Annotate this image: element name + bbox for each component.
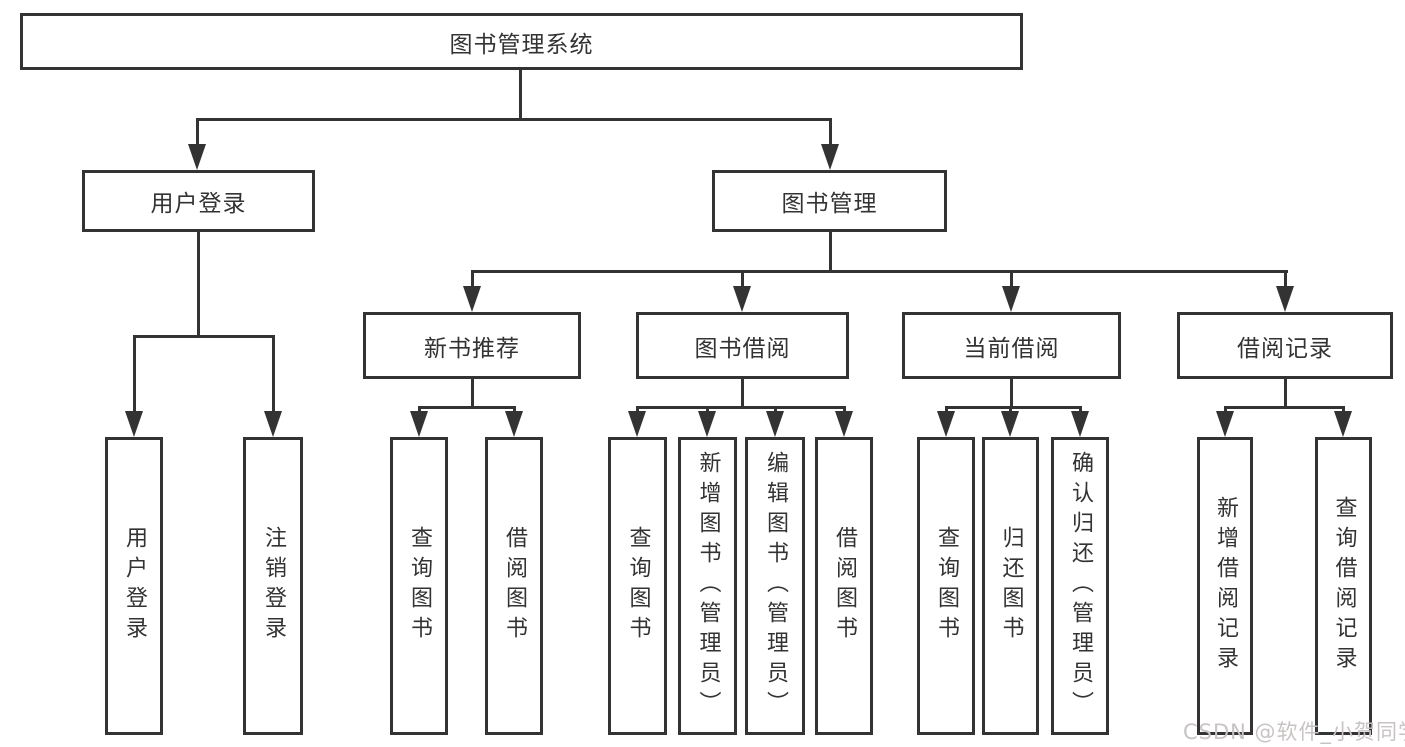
leaf-return-books: 归还图书: [982, 437, 1039, 735]
connector-user-login-stem: [197, 232, 200, 337]
connector-new-book-bar: [418, 406, 516, 409]
node-library-system: 图书管理系统: [20, 13, 1023, 70]
node-book-borrow-label: 图书借阅: [694, 335, 791, 362]
watermark: CSDN @软件_小贺同学: [1183, 720, 1405, 744]
connector-borrow-records-bar: [1224, 406, 1345, 409]
arrowhead-down-icon: [125, 411, 143, 437]
arrowhead-down-icon: [766, 411, 784, 437]
leaf-user-login: 用户登录: [105, 437, 163, 735]
arrowhead-down-icon: [188, 144, 206, 170]
connector-root-stem: [519, 67, 522, 120]
connector-book-borrow-stem: [741, 379, 744, 409]
leaf-borrow-books-recommend-label: 借阅图书: [502, 526, 527, 646]
connector-root-drop-user-login: [196, 118, 199, 152]
connector-book-borrow-bar: [636, 406, 845, 409]
connector-drop-new-book: [471, 270, 474, 290]
leaf-add-borrow-record: 新增借阅记录: [1197, 437, 1253, 735]
leaf-query-books-recommend-label: 查询图书: [407, 526, 432, 646]
connector-drop-book-borrow: [741, 270, 744, 290]
connector-current-borrow-bar: [945, 406, 1081, 409]
node-book-management: 图书管理: [712, 170, 947, 232]
connector-new-book-stem: [471, 379, 474, 409]
leaf-query-books-borrow-label: 查询图书: [625, 526, 651, 646]
connector-borrow-records-stem: [1284, 379, 1287, 409]
connector-root-drop-book-management: [829, 118, 832, 152]
arrowhead-down-icon: [733, 286, 751, 312]
arrowhead-down-icon: [1276, 286, 1294, 312]
connector-current-borrow-drop-1: [945, 406, 948, 415]
arrowhead-down-icon: [1071, 411, 1089, 437]
arrowhead-down-icon: [821, 144, 839, 170]
node-current-borrow: 当前借阅: [902, 312, 1121, 379]
connector-book-borrow-drop-1: [636, 406, 639, 415]
leaf-user-login-label: 用户登录: [122, 526, 147, 646]
leaf-return-books-label: 归还图书: [998, 526, 1024, 646]
node-borrow-records: 借阅记录: [1177, 312, 1393, 379]
connector-drop-borrow-records: [1284, 270, 1287, 290]
node-library-system-label: 图书管理系统: [449, 31, 594, 58]
leaf-query-borrow-record: 查询借阅记录: [1315, 437, 1372, 735]
leaf-query-borrow-record-label: 查询借阅记录: [1331, 496, 1357, 676]
node-current-borrow-label: 当前借阅: [963, 335, 1060, 362]
leaf-query-books-current: 查询图书: [917, 437, 975, 735]
leaf-query-books-recommend: 查询图书: [390, 437, 448, 735]
connector-new-book-drop-1: [418, 406, 421, 415]
connector-book-borrow-drop-2: [706, 406, 709, 415]
leaf-confirm-return-admin-label: 确认归还（管理员）: [1068, 451, 1093, 721]
connector-current-borrow-drop-3: [1079, 406, 1082, 415]
arrowhead-down-icon: [1001, 411, 1019, 437]
arrowhead-down-icon: [264, 411, 282, 437]
leaf-logout: 注销登录: [243, 437, 303, 735]
connector-current-borrow-drop-2: [1009, 406, 1012, 415]
leaf-add-borrow-record-label: 新增借阅记录: [1213, 496, 1238, 676]
leaf-edit-books-admin: 编辑图书（管理员）: [745, 437, 805, 735]
arrowhead-down-icon: [463, 286, 481, 312]
leaf-borrow-books: 借阅图书: [815, 437, 873, 735]
leaf-logout-label: 注销登录: [261, 526, 286, 646]
connector-user-login-bar: [133, 335, 275, 338]
leaf-borrow-books-recommend: 借阅图书: [485, 437, 543, 735]
arrowhead-down-icon: [1334, 411, 1352, 437]
connector-book-borrow-drop-3: [774, 406, 777, 415]
arrowhead-down-icon: [1216, 411, 1234, 437]
leaf-confirm-return-admin: 确认归还（管理员）: [1051, 437, 1109, 735]
connector-book-management-stem: [829, 232, 832, 273]
leaf-query-books-borrow: 查询图书: [608, 437, 667, 735]
arrowhead-down-icon: [835, 411, 853, 437]
leaf-add-books-admin: 新增图书（管理员）: [678, 437, 737, 735]
leaf-add-books-admin-label: 新增图书（管理员）: [695, 451, 721, 721]
leaf-edit-books-admin-label: 编辑图书（管理员）: [763, 451, 788, 721]
arrowhead-down-icon: [937, 411, 955, 437]
connector-user-login-drop-2: [272, 335, 275, 413]
node-new-book-recommend: 新书推荐: [363, 312, 581, 379]
connector-user-login-drop-1: [133, 335, 136, 413]
connector-drop-current-borrow: [1010, 270, 1013, 290]
node-book-borrow: 图书借阅: [636, 312, 849, 379]
connector-current-borrow-stem: [1010, 379, 1013, 409]
connector-borrow-records-drop-2: [1342, 406, 1345, 415]
connector-new-book-drop-2: [513, 406, 516, 415]
leaf-borrow-books-label: 借阅图书: [832, 526, 857, 646]
connector-root-bar: [196, 118, 832, 121]
node-borrow-records-label: 借阅记录: [1237, 335, 1333, 362]
node-new-book-recommend-label: 新书推荐: [424, 335, 520, 362]
arrowhead-down-icon: [698, 411, 716, 437]
node-book-management-label: 图书管理: [781, 191, 878, 217]
leaf-query-books-current-label: 查询图书: [934, 526, 959, 646]
arrowhead-down-icon: [505, 411, 523, 437]
node-user-login: 用户登录: [82, 170, 315, 232]
arrowhead-down-icon: [628, 411, 646, 437]
node-user-login-label: 用户登录: [150, 191, 247, 217]
connector-book-borrow-drop-4: [843, 406, 846, 415]
connector-book-management-bar: [471, 270, 1288, 273]
arrowhead-down-icon: [410, 411, 428, 437]
connector-borrow-records-drop-1: [1224, 406, 1227, 415]
arrowhead-down-icon: [1002, 286, 1020, 312]
